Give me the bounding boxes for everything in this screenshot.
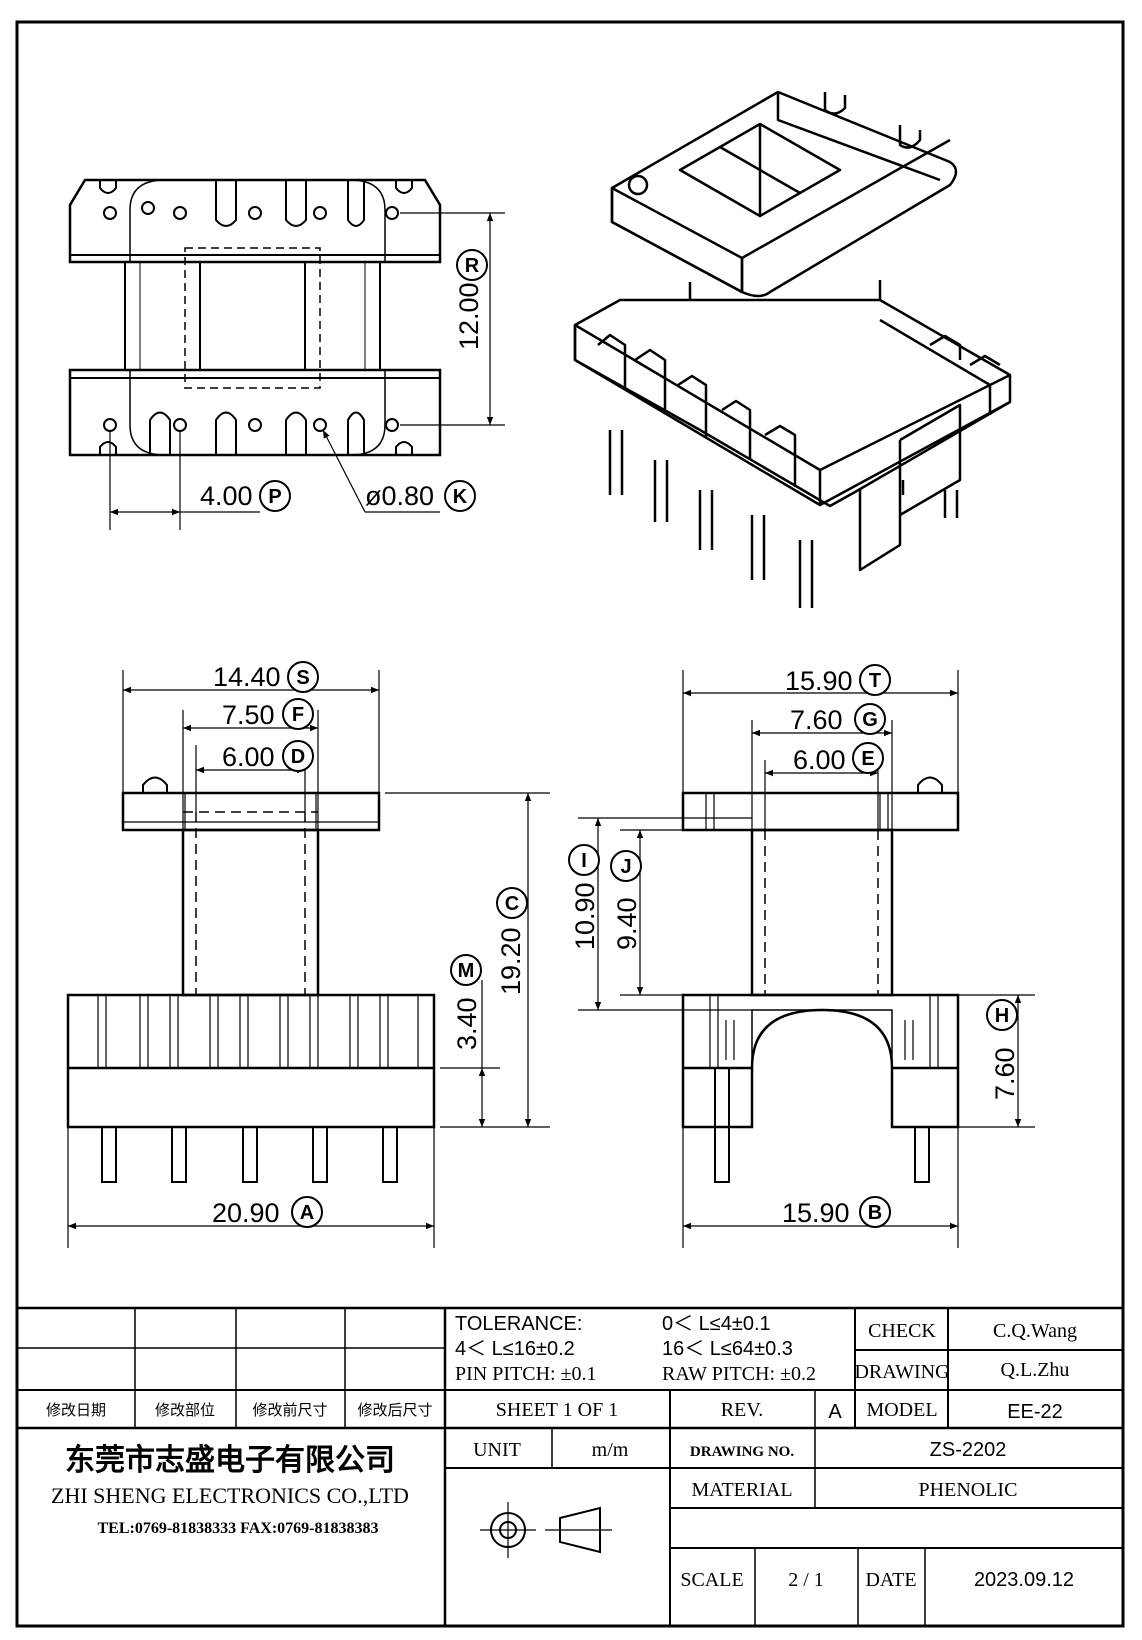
tag-top-pitch: P	[268, 486, 281, 508]
pin-pitch: PIN PITCH: ±0.1	[455, 1363, 597, 1385]
isometric-view	[573, 90, 1012, 608]
dim-side-e: 6.00	[793, 745, 846, 775]
dim-top-height: 12.00	[454, 282, 484, 350]
tag-side-total: T	[869, 670, 881, 692]
rev-header-before: 修改前尺寸	[252, 1402, 327, 1419]
scale-value: 2 / 1	[788, 1569, 824, 1591]
dim-side-h: 7.60	[990, 1047, 1020, 1100]
rev-header-after: 修改后尺寸	[357, 1402, 432, 1419]
check-label: CHECK	[868, 1320, 936, 1342]
date-value: 2023.09.12	[974, 1569, 1074, 1591]
dim-side-j: 9.40	[612, 897, 642, 950]
tag-front-total: S	[296, 667, 309, 689]
dim-top-hole: ø0.80	[365, 481, 434, 511]
tag-side-j: J	[620, 856, 631, 878]
check-value: C.Q.Wang	[993, 1320, 1077, 1342]
title-block-text: 修改日期 修改部位 修改前尺寸 修改后尺寸 TOLERANCE: 0＜ L≤4±…	[46, 1313, 1077, 1591]
tag-side-i: I	[581, 850, 587, 872]
tolerance-range-2: 4＜ L≤16±0.2	[455, 1338, 575, 1360]
tag-front-height: C	[505, 893, 519, 915]
rev-value: A	[828, 1401, 842, 1423]
dim-side-total: 15.90	[785, 666, 853, 696]
sheet-count: SHEET 1 OF 1	[496, 1399, 618, 1421]
dim-side-g: 7.60	[790, 705, 843, 735]
drawing-label: DRAWING	[854, 1361, 949, 1383]
tag-top-hole: K	[453, 486, 468, 508]
top-view	[68, 178, 505, 530]
model-label: MODEL	[866, 1399, 937, 1421]
tag-front-m: M	[458, 960, 475, 982]
sheet-border	[15, 20, 1125, 1628]
company-name-en: ZHI SHENG ELECTRONICS CO.,LTD	[51, 1483, 409, 1508]
rev-header-part: 修改部位	[155, 1402, 215, 1419]
dim-front-total: 14.40	[213, 662, 281, 692]
front-view	[66, 670, 550, 1248]
dim-front-f: 7.50	[222, 700, 275, 730]
title-block	[17, 1306, 1123, 1626]
tag-front-f: F	[292, 704, 304, 726]
date-label: DATE	[865, 1569, 916, 1591]
tag-side-base: B	[868, 1202, 882, 1224]
rev-header-date: 修改日期	[46, 1402, 106, 1419]
tolerance-range-1: 0＜ L≤4±0.1	[662, 1313, 771, 1335]
tag-front-base: A	[300, 1202, 314, 1224]
tag-side-h: H	[995, 1005, 1009, 1027]
top-view-dimensions: 12.00 R 4.00 P ø0.80 K	[200, 249, 488, 512]
tag-side-g: G	[862, 709, 878, 731]
tag-side-e: E	[861, 748, 874, 770]
scale-label: SCALE	[680, 1569, 743, 1591]
dim-side-i: 10.90	[570, 882, 600, 950]
model-value: EE-22	[1007, 1401, 1063, 1423]
unit-value: m/m	[592, 1439, 629, 1461]
dim-top-pitch: 4.00	[200, 481, 253, 511]
material-value: PHENOLIC	[919, 1479, 1018, 1501]
raw-pitch: RAW PITCH: ±0.2	[662, 1363, 816, 1385]
tolerance-label: TOLERANCE:	[455, 1313, 582, 1335]
dim-front-height: 19.20	[496, 927, 526, 995]
drawing-no-value: ZS-2202	[930, 1439, 1007, 1461]
tag-top-height: R	[465, 255, 480, 277]
front-view-dimensions: 14.40 S 7.50 F 6.00 D 19.20 C 3.40 M 20.…	[212, 661, 528, 1228]
company-name-cn: 东莞市志盛电子有限公司	[65, 1443, 395, 1478]
side-view-dimensions: 15.90 T 7.60 G 6.00 E 10.90 I 9.40 J 7.6…	[568, 664, 1020, 1228]
drawing-no-label: DRAWING NO.	[690, 1444, 794, 1460]
drawing-value: Q.L.Zhu	[1001, 1359, 1070, 1381]
tag-front-d: D	[291, 746, 305, 768]
dim-front-m: 3.40	[452, 997, 482, 1050]
unit-label: UNIT	[473, 1439, 521, 1461]
dim-front-base: 20.90	[212, 1198, 280, 1228]
tolerance-range-3: 16＜ L≤64±0.3	[662, 1338, 793, 1360]
dim-side-base: 15.90	[782, 1198, 850, 1228]
rev-label: REV.	[721, 1399, 763, 1421]
side-view	[578, 670, 1035, 1248]
company-contact: TEL:0769-81838333 FAX:0769-81838383	[97, 1520, 378, 1537]
material-label: MATERIAL	[691, 1479, 792, 1501]
dim-front-d: 6.00	[222, 742, 275, 772]
